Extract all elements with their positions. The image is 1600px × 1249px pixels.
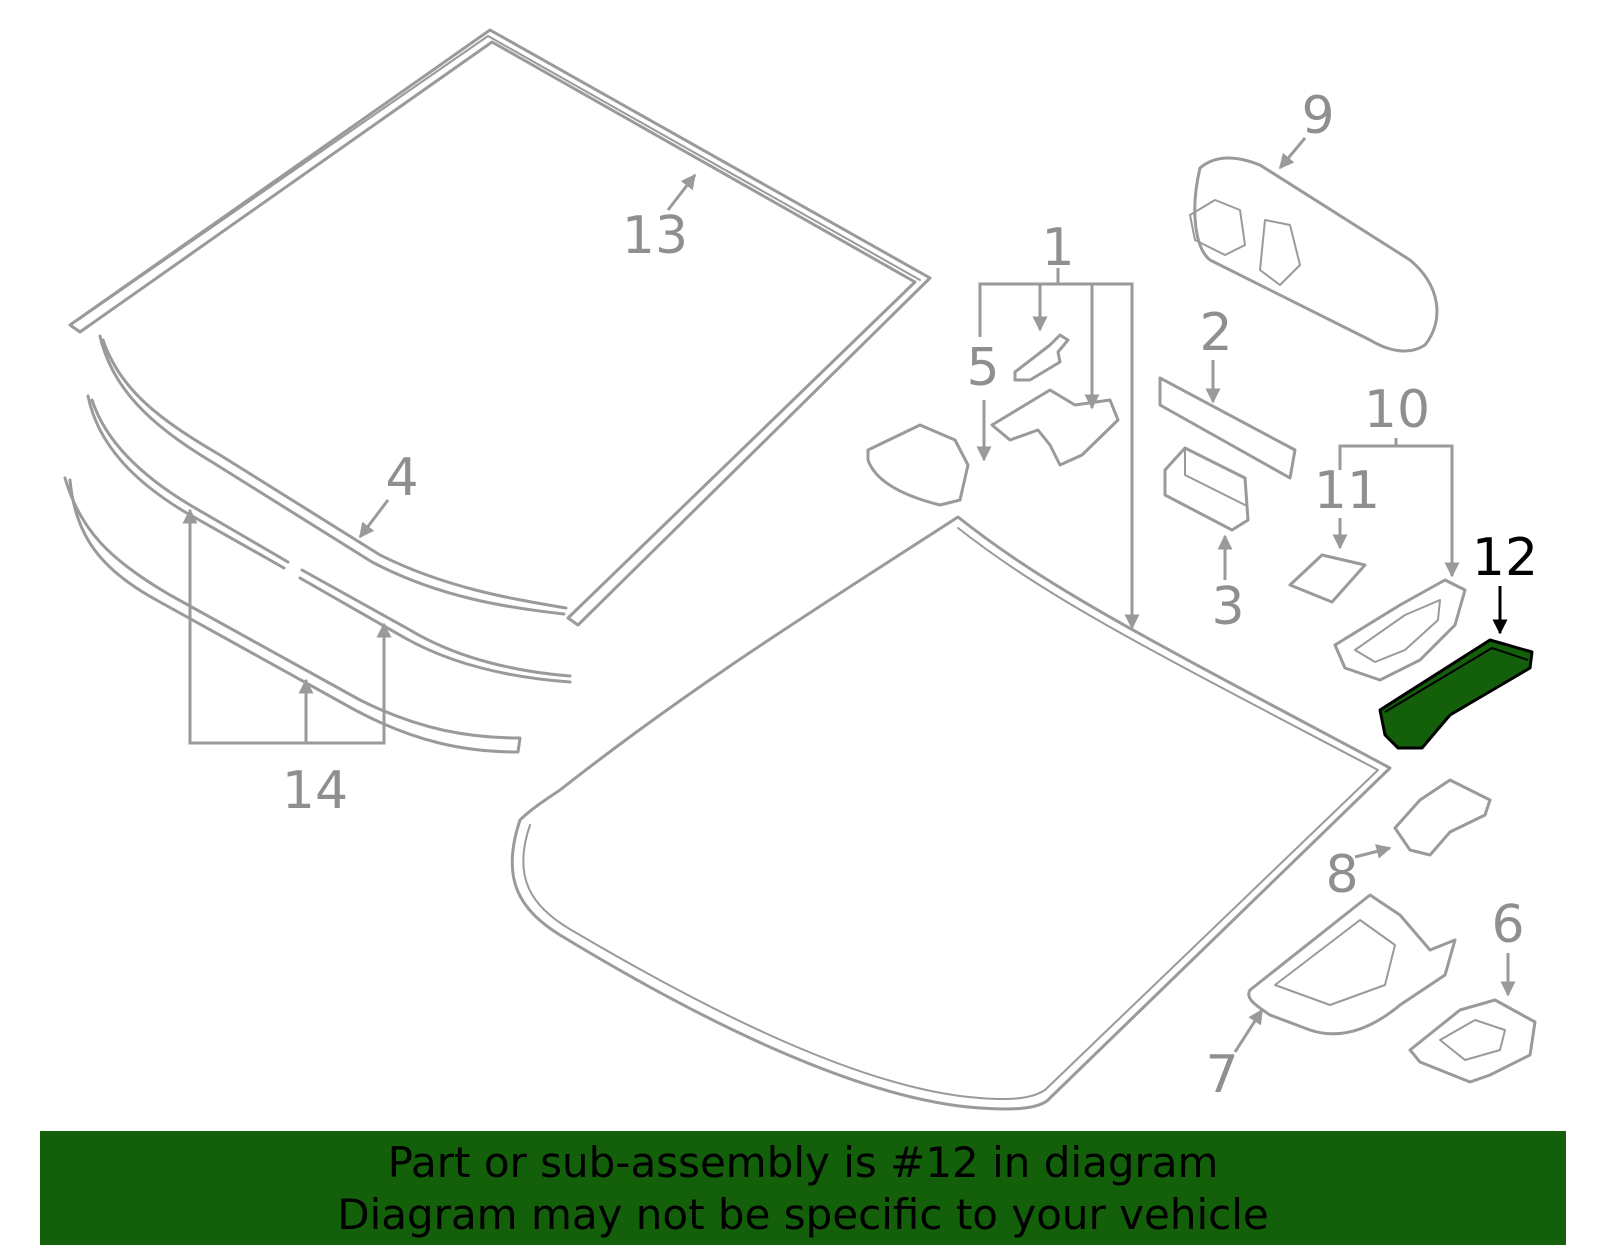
callout-7: 7: [1205, 1045, 1238, 1105]
callout-2: 2: [1199, 303, 1232, 363]
windshield-glass: [510, 515, 1392, 1111]
banner-line-2: Diagram may not be specific to your vehi…: [337, 1190, 1269, 1239]
callout-5: 5: [966, 338, 999, 398]
info-banner: Part or sub-assembly is #12 in diagram D…: [40, 1131, 1566, 1245]
callout-11: 11: [1314, 461, 1380, 521]
callout-9: 9: [1301, 86, 1334, 146]
part-1-bracket-group: [866, 268, 1140, 630]
banner-line-1: Part or sub-assembly is #12 in diagram: [387, 1138, 1219, 1187]
callout-3: 3: [1211, 577, 1244, 637]
part-10-cover: [1333, 578, 1467, 682]
part-4-molding-strip: [98, 334, 568, 616]
part-6-bracket: [1408, 998, 1537, 1084]
callout-14: 14: [282, 761, 348, 821]
part-13-windshield-molding: [68, 28, 932, 627]
callout-6: 6: [1491, 895, 1524, 955]
part-11-pad: [1288, 553, 1367, 604]
callout-8: 8: [1325, 845, 1358, 905]
callout-4: 4: [385, 448, 418, 508]
part-9-mirror: [1189, 156, 1439, 353]
leader-lines: [182, 137, 1516, 1053]
callout-1: 1: [1041, 218, 1074, 278]
part-7-housing: [1247, 893, 1457, 1036]
part-3-clip: [1163, 446, 1250, 532]
part-12-highlighted: [1378, 638, 1534, 750]
part-8-clip: [1393, 778, 1492, 857]
callout-10: 10: [1364, 380, 1430, 440]
callout-13: 13: [622, 206, 688, 266]
part-2-strip: [1158, 376, 1297, 480]
part-14-side-strips: [63, 394, 572, 754]
callout-12: 12: [1472, 528, 1538, 588]
